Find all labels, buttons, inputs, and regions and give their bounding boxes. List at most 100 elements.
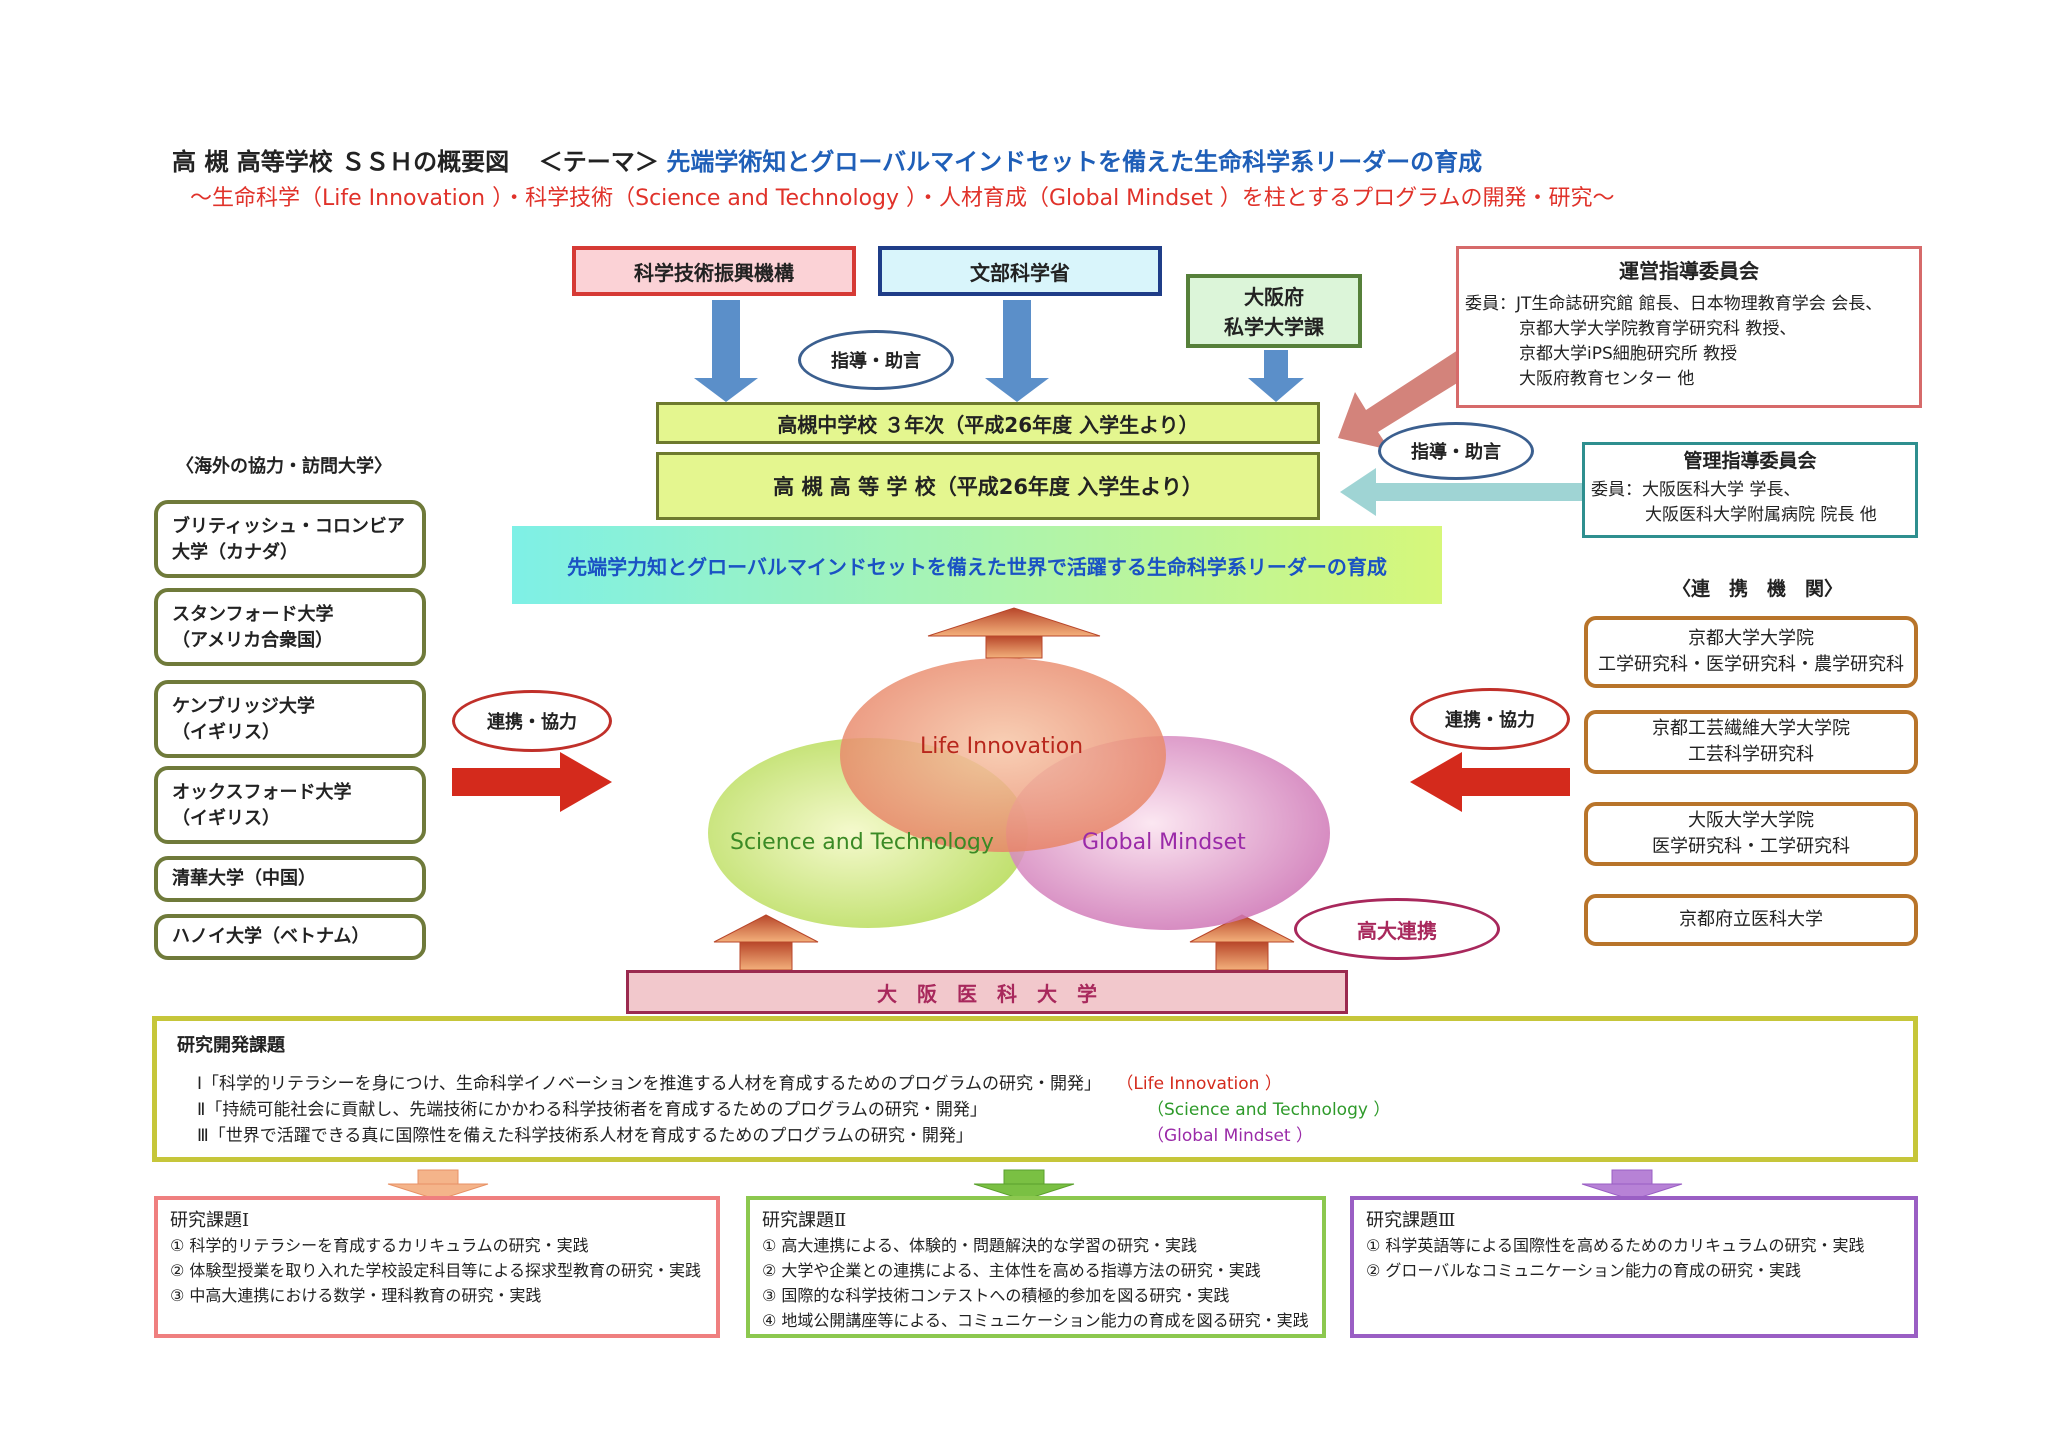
task-title: 研究課題Ⅱ bbox=[762, 1210, 847, 1231]
arrow-partners bbox=[1410, 752, 1570, 812]
overseas-university: 清華大学（中国） bbox=[154, 856, 426, 902]
task-item: ③ 国際的な科学技術コンテストへの積極的参加を図る研究・実践 bbox=[762, 1286, 1230, 1305]
partner-institution: 京都府立医科大学 bbox=[1584, 894, 1918, 946]
partner-name: 京都大学大学院 bbox=[1688, 628, 1814, 649]
overseas-university-name: ハノイ大学（ベトナム） bbox=[172, 926, 370, 947]
org-osaka-pref: 大阪府 私学大学課 bbox=[1186, 274, 1362, 348]
management-member-2: 大阪医科大学附属病院 院長 他 bbox=[1645, 505, 1877, 525]
partner-institution: 京都工芸繊維大学大学院 工芸科学研究科 bbox=[1584, 710, 1918, 774]
overseas-university: スタンフォード大学 （アメリカ合衆国） bbox=[154, 588, 426, 666]
overseas-university: ハノイ大学（ベトナム） bbox=[154, 914, 426, 960]
steering-member-4: 大阪府教育センター 他 bbox=[1519, 369, 1695, 389]
venn-life-circle bbox=[840, 658, 1166, 852]
task-item: ③ 中高大連携における数学・理科教育の研究・実践 bbox=[170, 1286, 542, 1305]
org-jst: 科学技術振興機構 bbox=[572, 246, 856, 296]
task-item: ② 体験型授業を取り入れた学校設定科目等による探求型教育の研究・実践 bbox=[170, 1261, 701, 1280]
partner-institution: 大阪大学大学院 医学研究科・工学研究科 bbox=[1584, 802, 1918, 866]
overseas-university-country: 大学（カナダ） bbox=[172, 542, 298, 563]
arrow-management bbox=[1340, 468, 1582, 516]
overseas-university: ケンブリッジ大学 （イギリス） bbox=[154, 680, 426, 758]
task-item: ② グローバルなコミュニケーション能力の育成の研究・実践 bbox=[1366, 1261, 1801, 1280]
partner-institution: 京都大学大学院 工学研究科・医学研究科・農学研究科 bbox=[1584, 616, 1918, 688]
osaka-medical-univ: 大 阪 医 科 大 学 bbox=[626, 970, 1348, 1014]
overseas-university-name: ブリティッシュ・コロンビア bbox=[172, 516, 405, 537]
partner-dept: 工学研究科・医学研究科・農学研究科 bbox=[1598, 654, 1904, 675]
task-item: ② 大学や企業との連携による、主体性を高める指導方法の研究・実践 bbox=[762, 1261, 1261, 1280]
venn-label-global: Global Mindset bbox=[1082, 830, 1246, 855]
arrow-medical-up-left bbox=[713, 914, 819, 971]
overseas-university-country: （イギリス） bbox=[172, 808, 280, 829]
task-item: ① 科学的リテラシーを育成するカリキュラムの研究・実践 bbox=[170, 1236, 589, 1255]
venn-label-science: Science and Technology bbox=[730, 830, 994, 855]
overseas-university-name: オックスフォード大学 bbox=[172, 782, 352, 803]
overseas-university-name: 清華大学（中国） bbox=[172, 868, 316, 889]
research-item-text: Ⅰ「科学的リテラシーを身につけ、生命科学イノベーションを推進する人材を育成するた… bbox=[197, 1074, 1101, 1094]
cooperation-oval-left: 連携・協力 bbox=[452, 690, 612, 752]
arrow-jst-down bbox=[694, 300, 758, 402]
research-item-2: Ⅱ「持続可能社会に貢献し、先端技術にかかわる科学技術者を育成するためのプログラム… bbox=[177, 1097, 1893, 1123]
steering-member-3: 京都大学iPS細胞研究所 教授 bbox=[1519, 344, 1738, 364]
partners-heading: 〈連 携 機 関〉 bbox=[1672, 578, 1844, 600]
junior-high-box: 高槻中学校 ３年次（平成26年度 入学生より） bbox=[656, 402, 1320, 444]
senior-high-box: 高 槻 高 等 学 校（平成26年度 入学生より） bbox=[656, 452, 1320, 520]
arrow-overseas bbox=[452, 752, 612, 812]
arrow-task3-down bbox=[1581, 1169, 1683, 1201]
partner-dept: 工芸科学研究科 bbox=[1688, 744, 1814, 765]
research-heading: 研究開発課題 bbox=[177, 1035, 285, 1056]
title-theme-label: ＜テーマ＞ bbox=[538, 148, 659, 176]
overseas-university: ブリティッシュ・コロンビア 大学（カナダ） bbox=[154, 500, 426, 578]
org-osaka-line2: 私学大学課 bbox=[1224, 315, 1324, 339]
arrow-venn-up bbox=[927, 607, 1101, 659]
research-section: 研究開発課題 Ⅰ「科学的リテラシーを身につけ、生命科学イノベーションを推進する人… bbox=[152, 1016, 1918, 1162]
task-item: ① 高大連携による、体験的・問題解決的な学習の研究・実践 bbox=[762, 1236, 1197, 1255]
overseas-university-name: スタンフォード大学 bbox=[172, 604, 334, 625]
org-mext: 文部科学省 bbox=[878, 246, 1162, 296]
partner-name: 京都工芸繊維大学大学院 bbox=[1652, 718, 1850, 739]
guidance-oval-top: 指導・助言 bbox=[798, 330, 954, 390]
task-box-1: 研究課題Ⅰ ① 科学的リテラシーを育成するカリキュラムの研究・実践 ② 体験型授… bbox=[154, 1196, 720, 1338]
venn-label-life: Life Innovation bbox=[920, 734, 1084, 759]
steering-title: 運営指導委員会 bbox=[1619, 259, 1759, 283]
arrow-mext-down bbox=[985, 300, 1049, 402]
page-subtitle: ～生命科学（Life Innovation ）・科学技術（Science and… bbox=[190, 186, 1615, 211]
goal-banner: 先端学力知とグローバルマインドセットを備えた世界で活躍する生命科学系リーダーの育… bbox=[512, 526, 1442, 604]
overseas-university-country: （アメリカ合衆国） bbox=[172, 630, 334, 651]
partner-name: 大阪大学大学院 bbox=[1688, 810, 1814, 831]
task-title: 研究課題Ⅲ bbox=[1366, 1210, 1456, 1231]
steering-member-2: 京都大学大学院教育学研究科 教授、 bbox=[1519, 319, 1797, 339]
research-item-tag: （Global Mindset ） bbox=[1147, 1126, 1313, 1146]
guidance-oval-right: 指導・助言 bbox=[1378, 422, 1534, 480]
org-osaka-line1: 大阪府 bbox=[1244, 285, 1304, 309]
overseas-heading: 〈海外の協力・訪問大学〉 bbox=[176, 456, 392, 477]
overseas-university-country: （イギリス） bbox=[172, 722, 280, 743]
partner-name: 京都府立医科大学 bbox=[1679, 909, 1823, 930]
overseas-university-name: ケンブリッジ大学 bbox=[172, 696, 315, 717]
task-item: ④ 地域公開講座等による、コミュニケーション能力の育成を図る研究・実践 bbox=[762, 1311, 1309, 1330]
research-item-text: Ⅲ「世界で活躍できる真に国際性を備えた科学技術系人材を育成するためのプログラムの… bbox=[197, 1126, 973, 1146]
research-item-3: Ⅲ「世界で活躍できる真に国際性を備えた科学技術系人材を育成するためのプログラムの… bbox=[177, 1123, 1893, 1149]
task-item: ① 科学英語等による国際性を高めるためのカリキュラムの研究・実践 bbox=[1366, 1236, 1865, 1255]
title-school: 高 槻 高等学校 ＳＳＨの概要図 bbox=[172, 148, 510, 176]
arrow-task2-down bbox=[973, 1169, 1075, 1201]
arrow-task1-down bbox=[387, 1169, 489, 1201]
steering-committee: 運営指導委員会 委員：JT生命誌研究館 館長、日本物理教育学会 会長、 京都大学… bbox=[1456, 246, 1922, 408]
task-box-2: 研究課題Ⅱ ① 高大連携による、体験的・問題解決的な学習の研究・実践 ② 大学や… bbox=[746, 1196, 1326, 1338]
research-item-1: Ⅰ「科学的リテラシーを身につけ、生命科学イノベーションを推進する人材を育成するた… bbox=[177, 1071, 1893, 1097]
page-title: 高 槻 高等学校 ＳＳＨの概要図 ＜テーマ＞ 先端学術知とグローバルマインドセッ… bbox=[172, 142, 1482, 177]
task-box-3: 研究課題Ⅲ ① 科学英語等による国際性を高めるためのカリキュラムの研究・実践 ②… bbox=[1350, 1196, 1918, 1338]
arrow-steering bbox=[1338, 350, 1475, 450]
management-title: 管理指導委員会 bbox=[1683, 450, 1817, 472]
arrow-osaka-down bbox=[1248, 350, 1304, 402]
research-item-tag: （Life Innovation ） bbox=[1116, 1074, 1282, 1094]
steering-member-1: 委員：JT生命誌研究館 館長、日本物理教育学会 会長、 bbox=[1465, 294, 1883, 314]
overseas-university: オックスフォード大学 （イギリス） bbox=[154, 766, 426, 844]
cooperation-oval-right: 連携・協力 bbox=[1410, 688, 1570, 750]
management-committee: 管理指導委員会 委員：大阪医科大学 学長、 大阪医科大学附属病院 院長 他 bbox=[1582, 442, 1918, 538]
research-item-text: Ⅱ「持続可能社会に貢献し、先端技術にかかわる科学技術者を育成するためのプログラム… bbox=[197, 1100, 987, 1120]
management-member-1: 委員：大阪医科大学 学長、 bbox=[1591, 480, 1801, 500]
partner-dept: 医学研究科・工学研究科 bbox=[1652, 836, 1850, 857]
task-title: 研究課題Ⅰ bbox=[170, 1210, 250, 1231]
arrow-medical-up-right bbox=[1189, 914, 1295, 971]
research-item-tag: （Science and Technology ） bbox=[1147, 1100, 1391, 1120]
